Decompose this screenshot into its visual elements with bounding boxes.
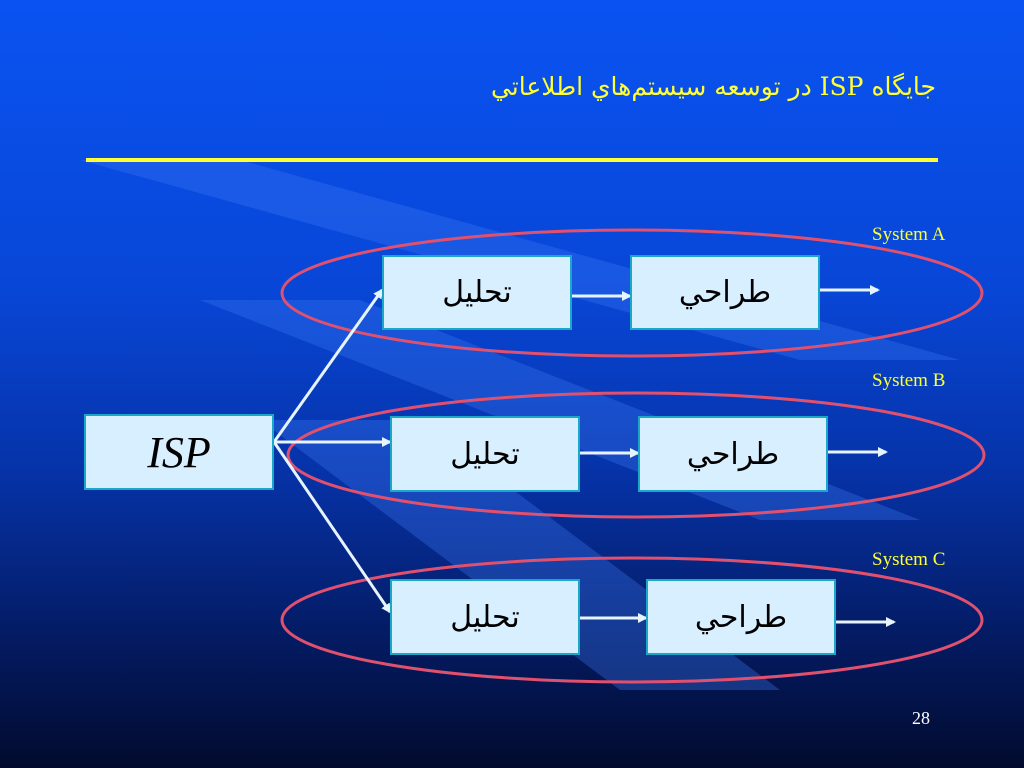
page-number: 28 [912, 708, 930, 728]
system-b-label: System B [872, 370, 946, 391]
arrow-isp-to-system-c [272, 441, 392, 614]
system-b-design-box: طراحي [638, 416, 828, 492]
system-c-label: System C [872, 549, 946, 570]
system-a-analysis-box: تحليل [382, 255, 572, 330]
system-c-design-box: طراحي [646, 579, 836, 655]
system-b-ellipse [286, 391, 986, 519]
arrow-isp-to-system-a [272, 288, 384, 443]
system-a-ellipse [280, 228, 984, 358]
isp-box: ISP [84, 414, 274, 490]
system-c-analysis-box: تحليل [390, 579, 580, 655]
system-c-ellipse [280, 556, 984, 684]
slide-title: جايگاه ISP در توسعه سيستم‌هاي اطلاعاتي [490, 72, 936, 101]
title-underline [86, 158, 938, 162]
system-b-analysis-box: تحليل [390, 416, 580, 492]
system-a-design-box: طراحي [630, 255, 820, 330]
system-a-label: System A [872, 224, 946, 245]
